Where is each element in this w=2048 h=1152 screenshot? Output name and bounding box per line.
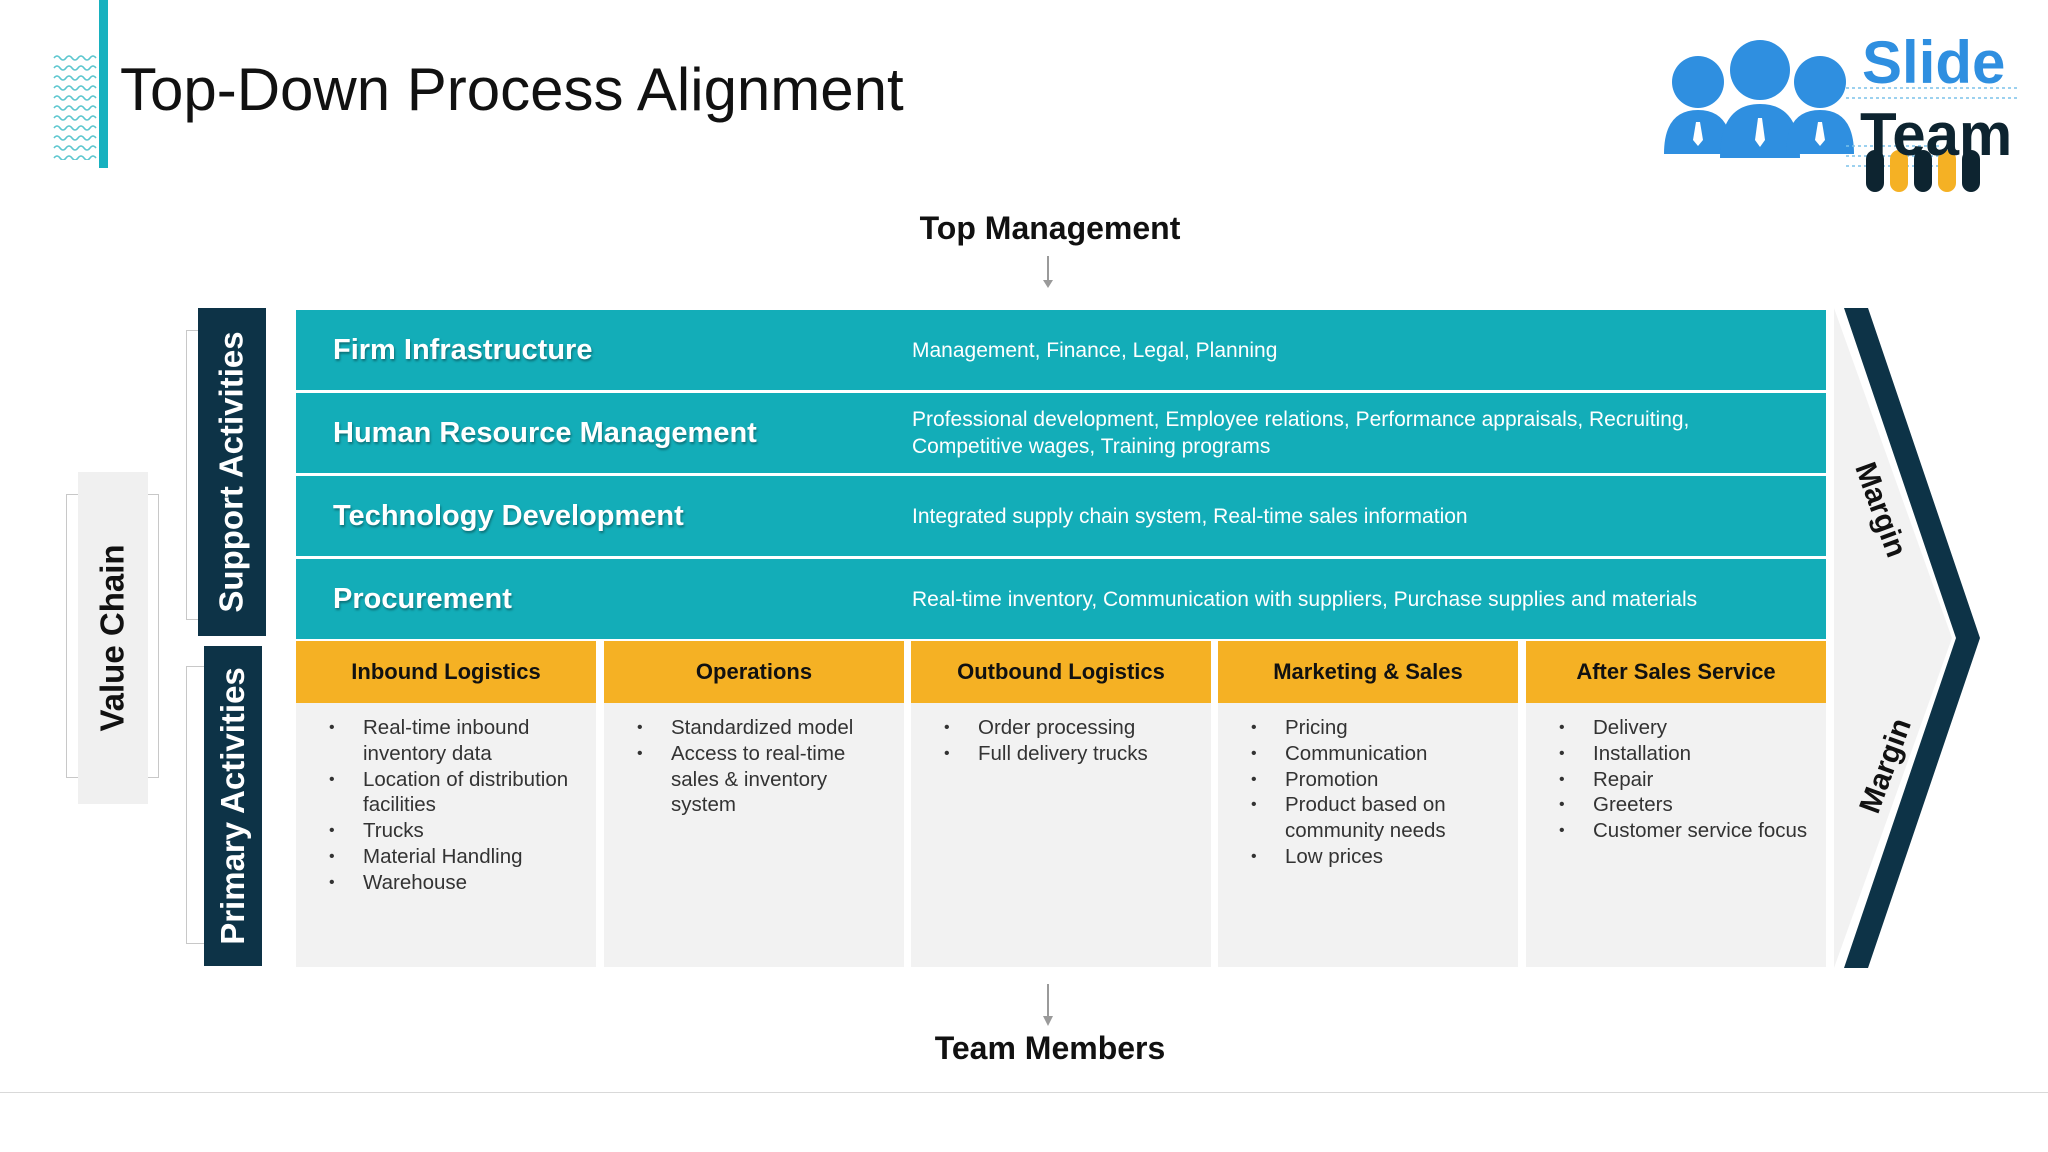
list-item: Installation (1559, 741, 1816, 767)
value-chain-bracket-right (148, 494, 159, 778)
list-item: Warehouse (329, 870, 586, 896)
logo-text-slide: Slide (1862, 29, 2006, 96)
logo-text-team: Team (1860, 101, 2013, 168)
primary-col-list: Delivery Installation Repair Greeters Cu… (1526, 703, 1826, 844)
primary-col-inbound-logistics: Inbound Logistics Real-time inbound inve… (296, 641, 596, 967)
list-item: Standardized model (637, 715, 894, 741)
support-row-name: Procurement (333, 582, 512, 615)
primary-bracket (186, 666, 207, 944)
list-item: Low prices (1251, 844, 1508, 870)
primary-col-operations: Operations Standardized model Access to … (604, 641, 904, 967)
support-row-desc: Real-time inventory, Communication with … (912, 587, 1698, 611)
primary-activities-label: Primary Activities (204, 646, 262, 966)
title-pattern (52, 52, 98, 161)
primary-col-title: Operations (604, 641, 904, 703)
margin-chevron (1834, 308, 1986, 968)
support-row-procurement: Procurement Real-time inventory, Communi… (296, 559, 1826, 639)
primary-col-title: Outbound Logistics (911, 641, 1211, 703)
team-members-label: Team Members (934, 1030, 1166, 1066)
primary-col-title: After Sales Service (1526, 641, 1826, 703)
list-item: Delivery (1559, 715, 1816, 741)
list-item: Product based on community needs (1251, 792, 1508, 844)
down-arrow-bottom (1041, 984, 1055, 1028)
value-chain-text: Value Chain (94, 544, 131, 732)
list-item: Access to real-time sales & inventory sy… (637, 741, 894, 818)
value-chain-bracket (66, 494, 87, 778)
title-accent-bar (99, 0, 108, 168)
support-row-firm-infrastructure: Firm Infrastructure Management, Finance,… (296, 310, 1826, 390)
primary-col-title: Marketing & Sales (1218, 641, 1518, 703)
page-title: Top-Down Process Alignment (120, 56, 904, 123)
margin-text-top: Margin (1848, 457, 1913, 562)
primary-col-outbound-logistics: Outbound Logistics Order processing Full… (911, 641, 1211, 967)
list-item: Communication (1251, 741, 1508, 767)
list-item: Real-time inbound inventory data (329, 715, 586, 767)
primary-col-list: Order processing Full delivery trucks (911, 703, 1211, 767)
support-row-desc: Management, Finance, Legal, Planning (912, 338, 1278, 362)
margin-text-bottom: Margin (1853, 713, 1918, 818)
top-management-label: Top Management (919, 210, 1181, 246)
support-bracket (186, 330, 205, 620)
support-row-human-resource: Human Resource Management Professional d… (296, 393, 1826, 473)
primary-col-after-sales: After Sales Service Delivery Installatio… (1526, 641, 1826, 967)
list-item: Full delivery trucks (944, 741, 1201, 767)
list-item: Location of distribution facilities (329, 767, 586, 819)
support-row-technology: Technology Development Integrated supply… (296, 476, 1826, 556)
footer-divider (0, 1092, 2048, 1093)
list-item: Material Handling (329, 844, 586, 870)
down-arrow-top (1041, 256, 1055, 290)
support-activities-text: Support Activities (213, 331, 250, 613)
primary-col-list: Real-time inbound inventory data Locatio… (296, 703, 596, 896)
list-item: Repair (1559, 767, 1816, 793)
list-item: Customer service focus (1559, 818, 1816, 844)
support-activities-label: Support Activities (198, 308, 266, 636)
list-item: Pricing (1251, 715, 1508, 741)
primary-col-title: Inbound Logistics (296, 641, 596, 703)
margin-label-top: Margin (1830, 458, 1930, 562)
value-chain-label: Value Chain (78, 472, 148, 804)
slideteam-logo (1660, 26, 2020, 196)
support-row-desc: Professional development, Employee relat… (912, 408, 1690, 458)
list-item: Order processing (944, 715, 1201, 741)
support-row-desc: Integrated supply chain system, Real-tim… (912, 504, 1468, 528)
support-row-name: Firm Infrastructure (333, 333, 593, 366)
list-item: Promotion (1251, 767, 1508, 793)
primary-col-list: Standardized model Access to real-time s… (604, 703, 904, 818)
support-row-name: Technology Development (333, 499, 684, 532)
margin-label-bottom: Margin (1836, 714, 1936, 818)
primary-col-list: Pricing Communication Promotion Product … (1218, 703, 1518, 870)
support-row-name: Human Resource Management (333, 416, 757, 449)
primary-activities-text: Primary Activities (214, 667, 251, 945)
list-item: Greeters (1559, 792, 1816, 818)
primary-col-marketing-sales: Marketing & Sales Pricing Communication … (1218, 641, 1518, 967)
list-item: Trucks (329, 818, 586, 844)
